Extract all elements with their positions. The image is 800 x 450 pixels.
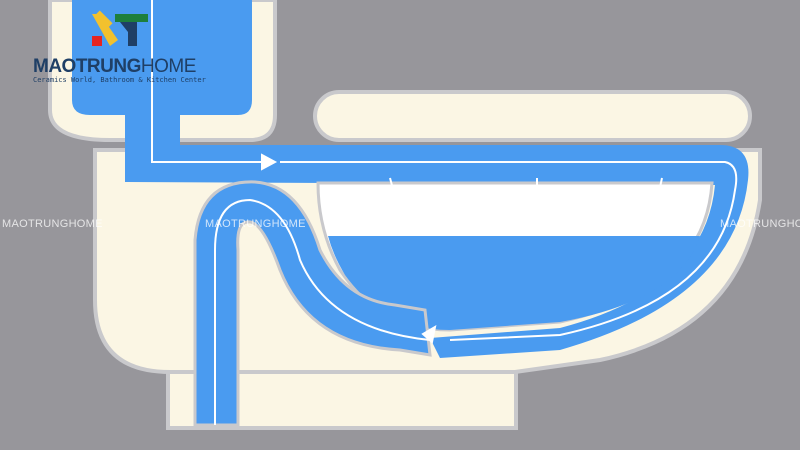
logo-mark (92, 10, 148, 46)
tank-water (72, 0, 252, 150)
watermark: MAOTRUNGHOME (720, 218, 800, 230)
watermark: MAOTRUNGHOME (205, 218, 306, 230)
bowl-water (328, 236, 700, 330)
rim-channel (125, 145, 749, 358)
flow-arrow-tank (151, 0, 265, 163)
arrow-head-icon (261, 153, 278, 171)
flow-arrows (151, 0, 738, 425)
toilet-seat (313, 90, 752, 142)
brand-name: MAOTRUNGHOME (33, 56, 196, 78)
arrow-head-icon (421, 325, 437, 344)
arrow-head-icon (391, 206, 407, 224)
brand-tagline: Ceramics World, Bathroom & Kitchen Cente… (33, 76, 206, 84)
flow-arrow-trap (214, 198, 431, 425)
brand-name-bold: MAOTRUNG (33, 56, 141, 77)
arrow-head-icon (646, 206, 662, 224)
arrow-head-icon (529, 209, 545, 225)
brand-name-light: HOME (140, 56, 197, 77)
watermark: MAOTRUNGHOME (2, 218, 103, 230)
trapway (193, 180, 432, 427)
flow-arrow-rim (280, 161, 738, 341)
